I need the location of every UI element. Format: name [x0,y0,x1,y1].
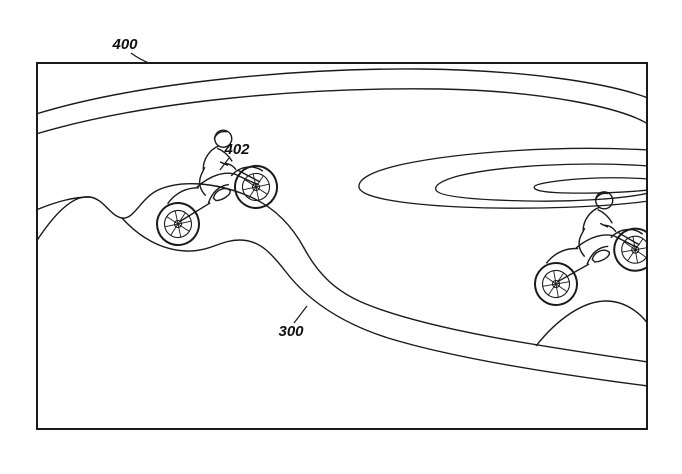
label-motorcycle-402: 402 [223,141,250,158]
right-mound [535,300,647,347]
track-loop-outer [358,147,647,209]
leader-line-300 [293,305,308,324]
berm-arc-outer [37,68,647,115]
berm-arc-inner [37,88,647,135]
scene [37,68,647,387]
leader-line-402 [219,157,230,171]
leader-line-400 [130,52,150,64]
figure-frame [36,62,648,430]
track-loop-middle [435,163,647,202]
track-surface-upper [37,182,647,363]
label-track-300: 300 [278,323,304,340]
label-frame-400: 400 [111,36,138,53]
track-loop-inner [533,177,647,194]
track-surface-lower [121,217,647,387]
